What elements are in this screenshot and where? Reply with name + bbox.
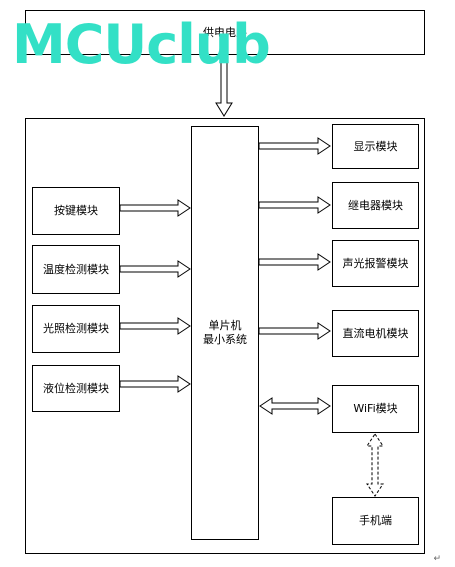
- phone-label: 手机端: [359, 514, 392, 527]
- phone-box: 手机端: [332, 497, 419, 545]
- key-module-label: 按键模块: [54, 204, 98, 217]
- motor-module-box: 直流电机模块: [332, 310, 419, 357]
- level-to-mcu-arrow: [119, 375, 191, 393]
- display-module-box: 显示模块: [332, 124, 419, 169]
- mcu-label-line2: 最小系统: [203, 333, 247, 346]
- light-module-label: 光照检测模块: [43, 322, 109, 335]
- display-module-label: 显示模块: [353, 139, 398, 153]
- power-supply-label: 供电电路: [203, 25, 247, 39]
- power-down-arrow: [215, 54, 233, 117]
- mcu-label-line1: 单片机: [208, 319, 242, 332]
- motor-module-label: 直流电机模块: [342, 326, 409, 340]
- key-to-mcu-arrow: [119, 199, 191, 217]
- wifi-phone-dashed-arrow: [366, 433, 384, 497]
- mcu-to-relay-arrow: [258, 196, 331, 214]
- temperature-module-label: 温度检测模块: [43, 262, 109, 276]
- wifi-module-box: WiFi模块: [332, 385, 419, 433]
- system-container: [25, 118, 425, 554]
- mcu-to-motor-arrow: [258, 322, 331, 340]
- mcu-wifi-bidirectional-arrow: [259, 397, 331, 415]
- level-module-label: 液位检测模块: [43, 381, 109, 395]
- paragraph-mark-icon: ↵: [433, 554, 441, 564]
- wifi-module-label: WiFi模块: [353, 402, 398, 415]
- power-supply-box: 供电电路: [25, 10, 425, 55]
- watermark-logo: MCUclub: [12, 13, 271, 76]
- key-module-box: 按键模块: [32, 187, 120, 235]
- temperature-to-mcu-arrow: [119, 260, 191, 278]
- mcu-box: 单片机 最小系统: [191, 126, 259, 540]
- alarm-module-label: 声光报警模块: [342, 256, 409, 270]
- mcu-to-alarm-arrow: [258, 253, 331, 271]
- relay-module-box: 继电器模块: [332, 182, 419, 229]
- alarm-module-box: 声光报警模块: [332, 240, 419, 287]
- light-to-mcu-arrow: [119, 317, 191, 335]
- relay-module-label: 继电器模块: [348, 198, 403, 212]
- level-module-box: 液位检测模块: [32, 365, 120, 412]
- mcu-to-display-arrow: [258, 137, 331, 155]
